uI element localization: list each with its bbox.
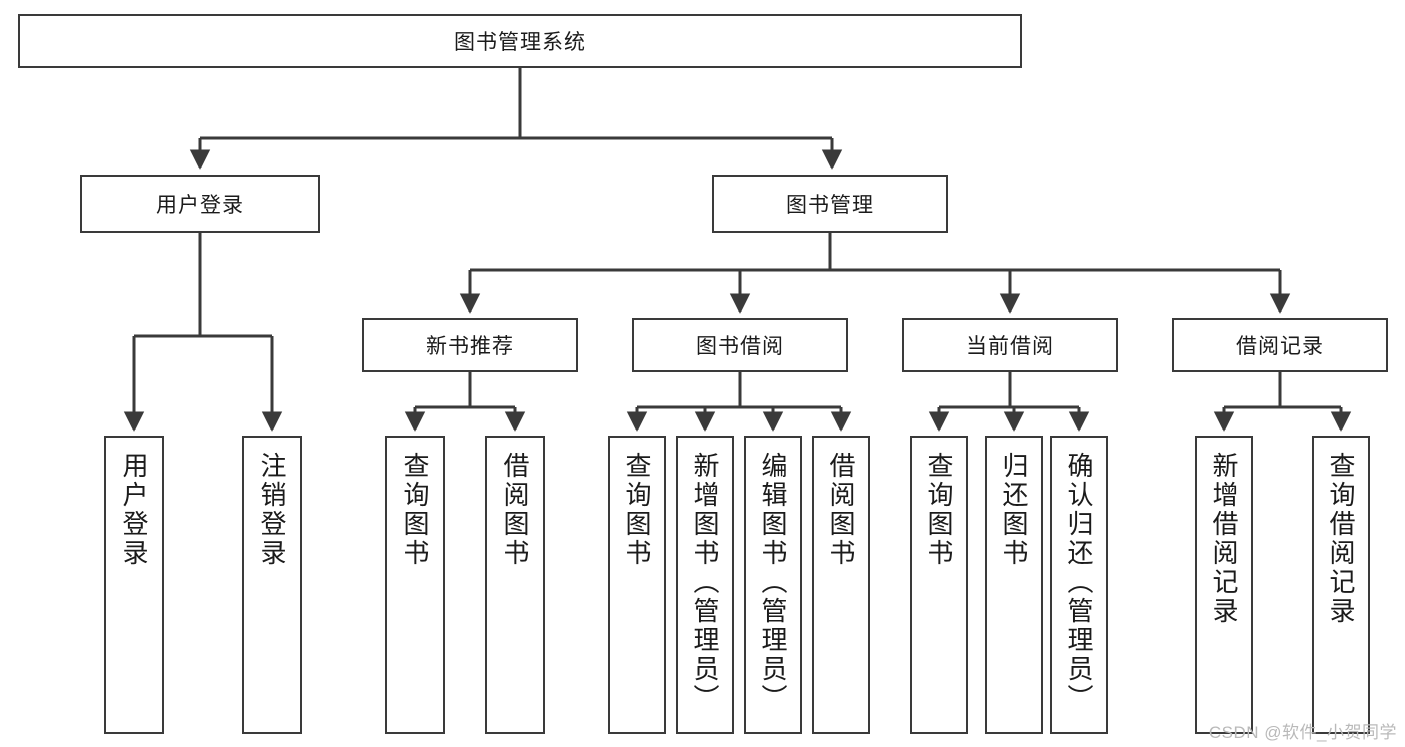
node-leaf-label: 注销登录 — [257, 452, 288, 568]
node-leaf-label: 查询图书 — [400, 452, 431, 568]
node-submodule-current_loan[interactable]: 当前借阅 — [902, 318, 1118, 372]
node-leaf-label: 借阅图书 — [500, 452, 531, 568]
node-leaf-label: 用户登录 — [119, 452, 150, 568]
node-submodule-new_book_rec[interactable]: 新书推荐 — [362, 318, 578, 372]
node-submodule-book_borrow[interactable]: 图书借阅 — [632, 318, 848, 372]
node-leaf-label: 确认归还（管理员） — [1064, 452, 1095, 713]
node-leaf-edit-book[interactable]: 编辑图书（管理员） — [744, 436, 802, 734]
node-leaf-confirm-return[interactable]: 确认归还（管理员） — [1050, 436, 1108, 734]
node-leaf-label: 借阅图书 — [826, 452, 857, 568]
node-leaf-query-book-2[interactable]: 查询图书 — [608, 436, 666, 734]
node-leaf-user-login[interactable]: 用户登录 — [104, 436, 164, 734]
node-leaf-user-logout[interactable]: 注销登录 — [242, 436, 302, 734]
csdn-watermark: CSDN @软件_小贺同学 — [1208, 723, 1397, 742]
node-leaf-return-book[interactable]: 归还图书 — [985, 436, 1043, 734]
node-leaf-add-record[interactable]: 新增借阅记录 — [1195, 436, 1253, 734]
node-submodule-label: 新书推荐 — [426, 335, 514, 358]
node-leaf-query-book-1[interactable]: 查询图书 — [385, 436, 445, 734]
node-leaf-label: 编辑图书（管理员） — [758, 452, 789, 713]
node-leaf-add-book[interactable]: 新增图书（管理员） — [676, 436, 734, 734]
node-root-system[interactable]: 图书管理系统 — [18, 14, 1022, 68]
node-leaf-borrow-book-1[interactable]: 借阅图书 — [485, 436, 545, 734]
node-submodule-label: 借阅记录 — [1236, 335, 1324, 358]
node-leaf-label: 查询借阅记录 — [1326, 452, 1357, 626]
node-leaf-label: 归还图书 — [999, 452, 1030, 568]
node-leaf-borrow-book-2[interactable]: 借阅图书 — [812, 436, 870, 734]
node-leaf-label: 查询图书 — [924, 452, 955, 568]
node-module-user_login[interactable]: 用户登录 — [80, 175, 320, 233]
node-leaf-query-book-3[interactable]: 查询图书 — [910, 436, 968, 734]
node-module-book_manage[interactable]: 图书管理 — [712, 175, 948, 233]
node-submodule-loan_record[interactable]: 借阅记录 — [1172, 318, 1388, 372]
node-leaf-label: 查询图书 — [622, 452, 653, 568]
node-root-label: 图书管理系统 — [454, 31, 586, 54]
node-submodule-label: 当前借阅 — [966, 335, 1054, 358]
node-leaf-query-record[interactable]: 查询借阅记录 — [1312, 436, 1370, 734]
node-leaf-label: 新增图书（管理员） — [690, 452, 721, 713]
node-module-label: 图书管理 — [786, 194, 874, 217]
node-submodule-label: 图书借阅 — [696, 335, 784, 358]
node-module-label: 用户登录 — [156, 194, 244, 217]
node-leaf-label: 新增借阅记录 — [1209, 452, 1240, 626]
